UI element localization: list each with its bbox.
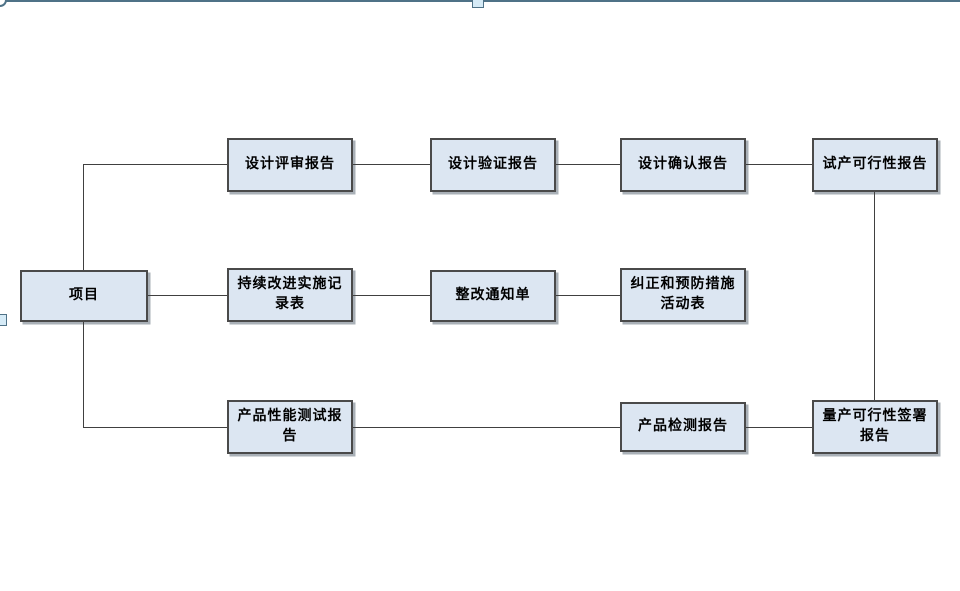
node-design-confirmation-report[interactable]: 设计确认报告 xyxy=(620,138,746,192)
resize-handle-left-middle[interactable] xyxy=(0,314,7,326)
connector-improvement-to-notice xyxy=(353,295,430,296)
node-label-continuous-improvement-record: 持续改进实施记录表 xyxy=(237,276,343,312)
corner-arc-handle xyxy=(0,0,7,7)
node-label-project: 项目 xyxy=(69,287,99,304)
node-label-corrective-preventive-action-table: 纠正和预防措施活动表 xyxy=(630,276,736,312)
node-continuous-improvement-record[interactable]: 持续改进实施记录表 xyxy=(227,268,353,322)
connector-review-to-verification xyxy=(353,164,430,165)
connector-confirmation-to-trial xyxy=(746,164,812,165)
node-mass-production-feasibility-signoff[interactable]: 量产可行性签署报告 xyxy=(812,400,938,454)
node-trial-production-feasibility-report[interactable]: 试产可行性报告 xyxy=(812,138,938,192)
connector-project-down-vertical xyxy=(83,322,84,428)
connector-trial-to-signoff-vertical xyxy=(874,192,875,400)
node-product-performance-test-report[interactable]: 产品性能测试报告 xyxy=(227,400,353,454)
node-label-product-inspection-report: 产品检测报告 xyxy=(638,418,728,435)
node-label-design-verification-report: 设计验证报告 xyxy=(448,156,538,173)
node-label-mass-production-feasibility-signoff: 量产可行性签署报告 xyxy=(822,408,928,444)
node-label-design-confirmation-report: 设计确认报告 xyxy=(638,156,728,173)
resize-handle-top-center[interactable] xyxy=(472,0,484,8)
node-label-design-review-report: 设计评审报告 xyxy=(245,156,335,173)
connector-project-to-performance xyxy=(83,427,227,428)
node-corrective-preventive-action-table[interactable]: 纠正和预防措施活动表 xyxy=(620,268,746,322)
node-design-verification-report[interactable]: 设计验证报告 xyxy=(430,138,556,192)
connector-performance-to-inspection xyxy=(353,427,620,428)
node-label-trial-production-feasibility-report: 试产可行性报告 xyxy=(822,156,928,173)
connector-inspection-to-signoff xyxy=(746,427,812,428)
node-product-inspection-report[interactable]: 产品检测报告 xyxy=(620,402,746,452)
connector-project-up-vertical xyxy=(83,164,84,270)
connector-notice-to-corrective xyxy=(556,295,620,296)
node-rectification-notice[interactable]: 整改通知单 xyxy=(430,270,556,322)
node-label-rectification-notice: 整改通知单 xyxy=(455,287,531,304)
node-design-review-report[interactable]: 设计评审报告 xyxy=(227,138,353,192)
node-label-product-performance-test-report: 产品性能测试报告 xyxy=(237,408,343,444)
connector-project-to-improvement xyxy=(148,295,227,296)
connector-project-to-design-review xyxy=(83,164,227,165)
node-project[interactable]: 项目 xyxy=(20,270,148,322)
connector-verification-to-confirmation xyxy=(556,164,620,165)
